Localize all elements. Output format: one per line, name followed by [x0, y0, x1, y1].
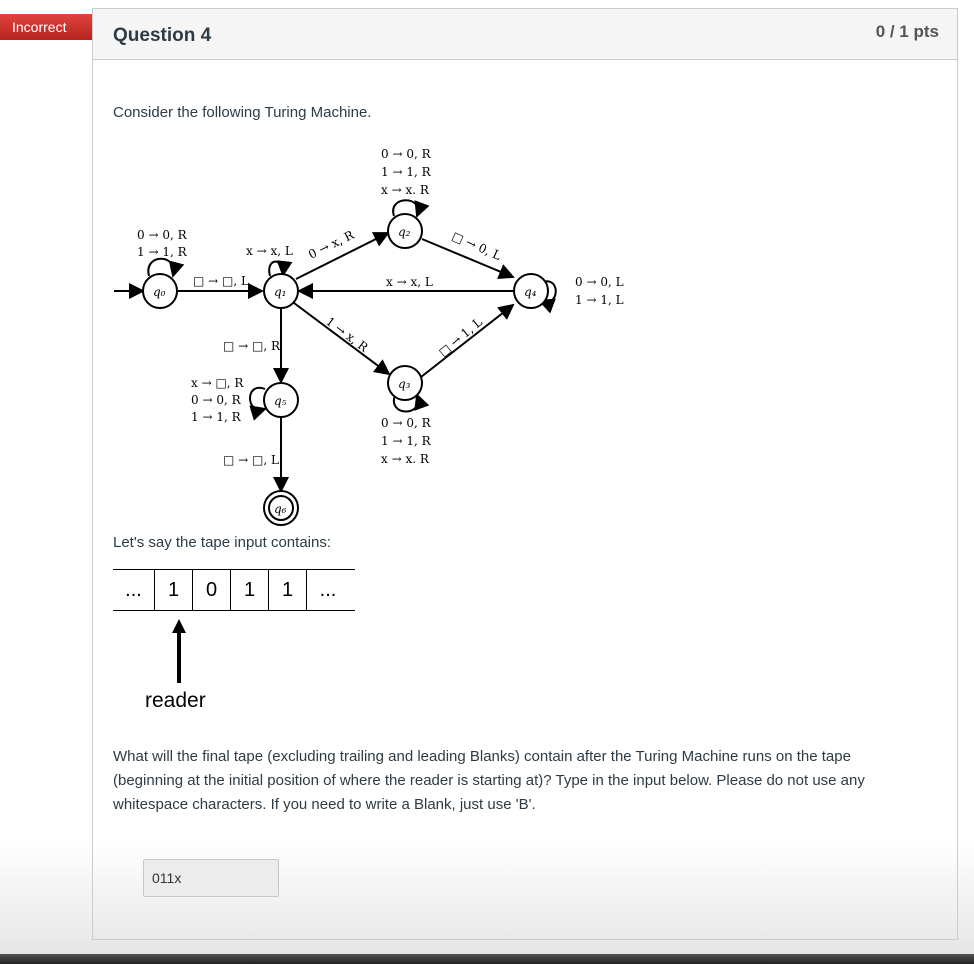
- label-q3-loop-3: x → x. R: [381, 452, 430, 466]
- incorrect-label: Incorrect: [12, 19, 67, 35]
- label-q4-loop-1: 0 → 0, L: [575, 275, 624, 289]
- answer-input[interactable]: [143, 859, 279, 897]
- bottom-bar: [0, 954, 974, 964]
- question-intro: Consider the following Turing Machine.: [113, 104, 372, 121]
- label-q5-loop-3: 1 → 1, R: [191, 410, 242, 424]
- question-points: 0 / 1 pts: [875, 22, 939, 41]
- turing-machine-diagram: q₀ q₁ q₂ q₃ q₄ q₅ q₆ 0 → 0, R 1 → 1, R □…: [114, 147, 624, 526]
- label-q3-loop-1: 0 → 0, R: [381, 416, 432, 430]
- label-q4-q1: x → x, L: [386, 275, 433, 289]
- label-q2-loop-1: 0 → 0, R: [381, 147, 432, 161]
- label-q0-q1: □ → □, L: [193, 274, 249, 288]
- label-q0-loop-2: 1 → 1, R: [137, 245, 188, 259]
- question-title: Question 4: [113, 25, 212, 46]
- tape-cell: 1: [269, 570, 307, 610]
- state-q0: q₀: [153, 285, 166, 299]
- state-q6: q₆: [274, 502, 287, 516]
- question-prompt: What will the final tape (excluding trai…: [113, 748, 865, 813]
- tape-cell: 1: [231, 570, 269, 610]
- label-q2-loop-3: x → x. R: [381, 183, 430, 197]
- flag-body: [0, 14, 96, 40]
- label-q4-loop-2: 1 → 1, L: [575, 293, 624, 307]
- label-q1-q2: 0 → x, R: [306, 227, 357, 261]
- tape: ... 1 0 1 1 ...: [113, 569, 355, 611]
- label-q5-q6: □ → □, L: [223, 453, 279, 467]
- tape-cell: 0: [193, 570, 231, 610]
- state-q2: q₂: [398, 225, 411, 239]
- label-q3-loop-2: 1 → 1, R: [381, 434, 432, 448]
- question-card: Question 4 0 / 1 pts Consider the follow…: [92, 8, 958, 940]
- tape-cell: ...: [113, 570, 155, 610]
- reader-arrow-icon: [172, 619, 186, 683]
- label-q5-loop-2: 0 → 0, R: [191, 393, 242, 407]
- label-q5-loop-1: x → □, R: [191, 376, 244, 390]
- label-q2-loop-2: 1 → 1, R: [381, 165, 432, 179]
- tape-cell: ...: [319, 578, 337, 601]
- label-q1-q5: □ → □, R: [223, 339, 281, 353]
- state-q5: q₅: [274, 394, 287, 408]
- state-q3: q₃: [398, 377, 411, 391]
- label-q3-q4: □ → 1, L: [436, 315, 485, 359]
- state-q4: q₄: [524, 285, 537, 299]
- tape-intro: Let's say the tape input contains:: [113, 534, 332, 551]
- tape-cell: 1: [155, 570, 193, 610]
- label-q1-loop: x → x, L: [246, 244, 293, 258]
- question-header: Question 4 0 / 1 pts: [93, 9, 957, 60]
- incorrect-flag: Incorrect: [0, 14, 107, 40]
- label-q0-loop-1: 0 → 0, R: [137, 228, 188, 242]
- label-q1-q3: 1 → x, R: [323, 314, 371, 355]
- state-q1: q₁: [274, 285, 287, 299]
- label-q2-q4: □ → 0, L: [450, 229, 503, 263]
- reader-label: reader: [145, 689, 206, 712]
